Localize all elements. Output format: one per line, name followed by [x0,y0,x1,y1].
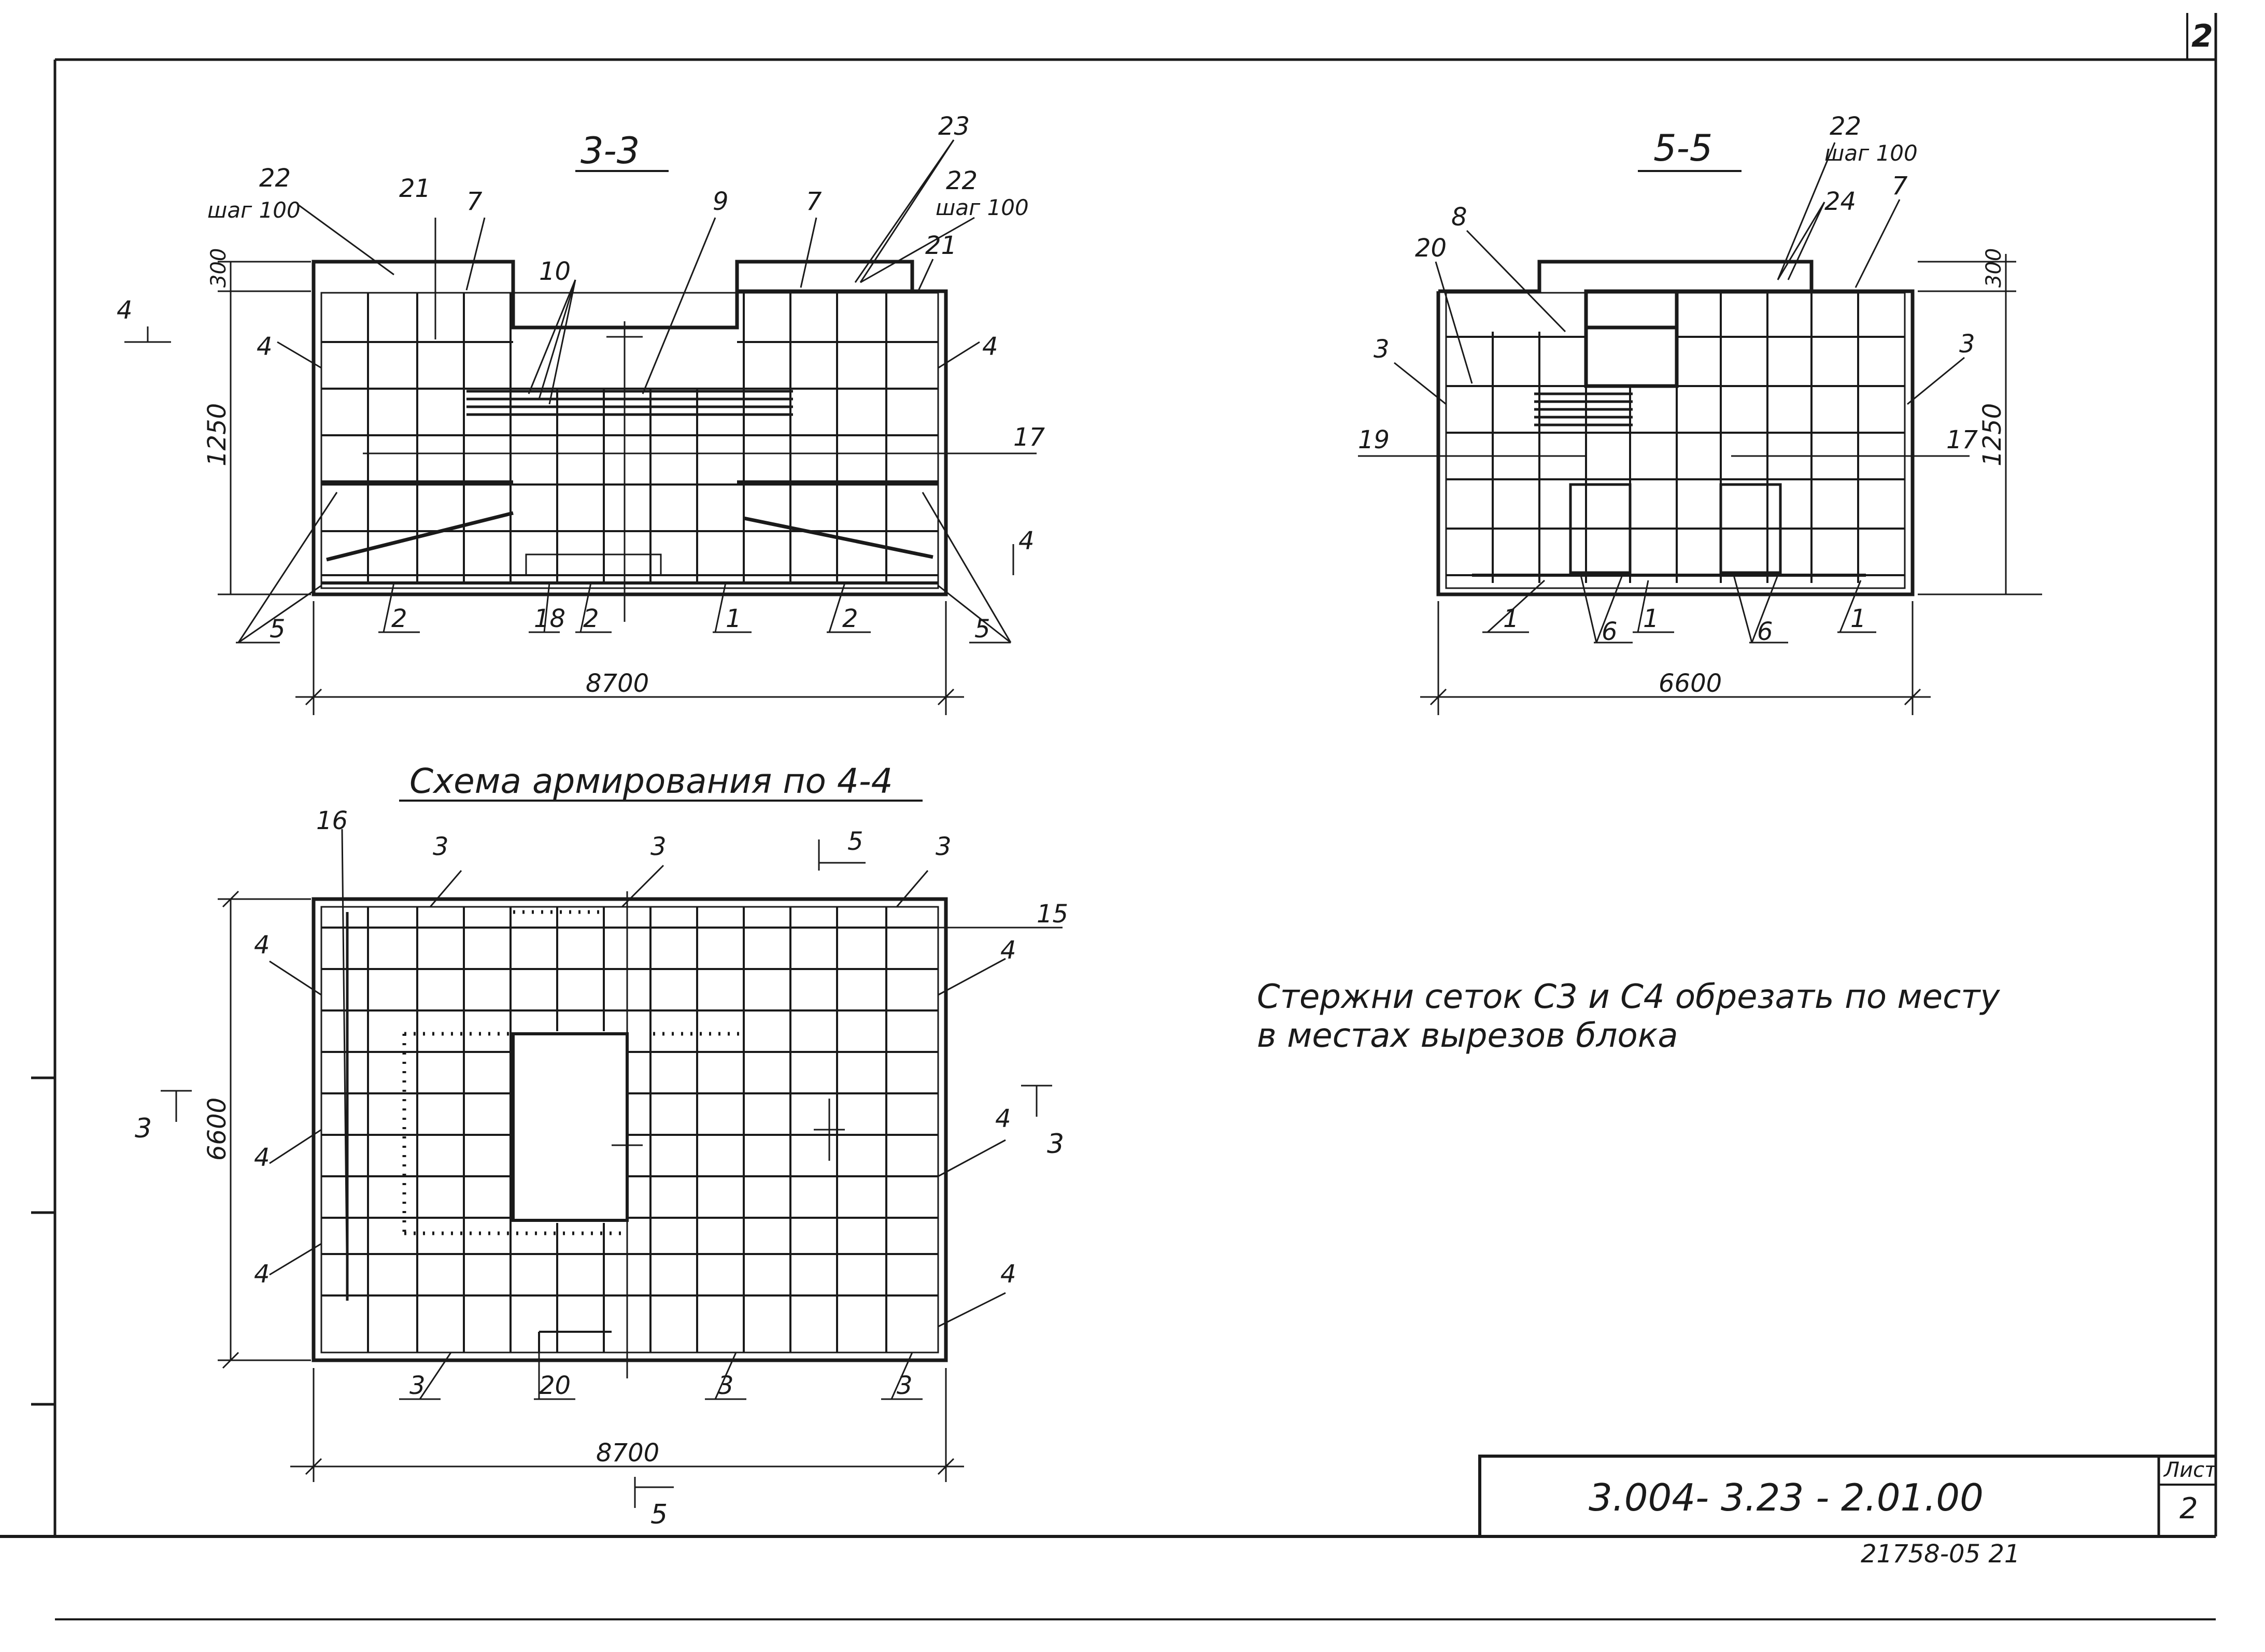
cut-mark-5-top: 5 [847,827,863,856]
callout-4a: 4 [254,931,270,960]
mesh-grid [321,907,938,1352]
callout-21b: 21 [925,231,957,260]
callout-3c: 3 [936,832,952,861]
callout-6a: 6 [1602,617,1618,646]
cut-mark-3-right: 3 [1047,1129,1064,1160]
callout-22b-step: шаг 100 [936,195,1029,220]
callout-5a: 5 [270,615,286,644]
sheet-number: 2 [2179,1492,2198,1526]
callout-leaders [161,829,1063,1508]
cut-mark-3-left: 3 [135,1113,152,1144]
callout-4c: 4 [254,1143,270,1172]
section-5-5-title: 5-5 [1653,127,1712,169]
sheet-label: Лист [2163,1458,2217,1482]
sheet-frame [0,13,2217,1620]
callout-1: 1 [726,604,742,633]
callout-4a: 4 [257,332,273,361]
callout-9: 9 [713,187,729,216]
cut-mark-4-left: 4 [117,296,133,325]
dimensions [218,890,964,1482]
cut-mark-5-bottom: 5 [650,1499,668,1530]
callout-1c: 1 [1850,604,1866,633]
callout-23: 23 [938,112,970,141]
callout-20: 20 [539,1371,571,1400]
bottom-stamp: 21758-05 21 [1861,1540,2020,1569]
callout-8: 8 [1451,203,1467,232]
plan-4-4: Схема армирования по 4-4 [135,761,1068,1530]
note-line-1: Стержни сеток С3 и С4 обрезать по месту [1257,978,2001,1016]
callout-5b: 5 [974,615,990,644]
callout-2a: 2 [391,604,407,633]
cut-mark-4-right: 4 [1018,526,1035,556]
dim-top: 300 [207,248,231,288]
title-block [1478,1455,2216,1536]
callout-22: 22 [1830,112,1861,141]
section-3-3: 3-3 [117,112,1045,715]
callout-22: 22 [259,164,291,193]
dimensions [1420,254,2042,715]
callout-2b: 2 [583,604,599,633]
callout-3b: 3 [650,832,667,861]
drawing-code: 3.004- 3.23 - 2.01.00 [1589,1476,1984,1519]
callout-17: 17 [1013,423,1045,452]
callout-24: 24 [1824,187,1856,216]
callout-22-step: шаг 100 [207,197,301,223]
callout-7b: 7 [806,187,822,216]
block-outline [312,260,948,596]
callout-1b: 1 [1643,604,1659,633]
callout-3a: 3 [433,832,449,861]
callout-20: 20 [1415,234,1447,263]
callout-15: 15 [1037,900,1068,929]
corner-sheet-number: 2 [2191,18,2213,54]
callout-7: 7 [1892,172,1908,201]
dim-height: 1250 [203,403,232,466]
note-line-2: в местах вырезов блока [1257,1017,1678,1055]
dim-height: 1250 [1978,403,2007,466]
dim-width: 6600 [1659,669,1722,698]
note: Стержни сеток С3 и С4 обрезать по месту … [1257,978,2001,1055]
plan-title: Схема армирования по 4-4 [409,761,893,801]
callout-2c: 2 [842,604,858,633]
callout-leaders [124,139,1037,644]
dim-height: 6600 [203,1098,232,1161]
callout-leaders [1358,142,1970,644]
callout-22-step: шаг 100 [1824,140,1918,166]
callout-3a: 3 [1374,335,1390,364]
dimensions [218,261,964,715]
callout-4f: 4 [1000,1260,1016,1289]
callout-10: 10 [539,257,571,286]
dim-width: 8700 [596,1439,659,1468]
dim-top: 300 [1982,248,2006,288]
callout-6b: 6 [1757,617,1773,646]
callout-3b: 3 [1959,330,1975,359]
callout-4d: 4 [995,1104,1011,1133]
callout-22b: 22 [946,166,978,195]
callout-3f: 3 [897,1371,913,1400]
callout-3e: 3 [718,1371,734,1400]
callout-7: 7 [466,187,483,216]
callout-3d: 3 [409,1371,426,1400]
section-5-5: 5-5 [1358,112,2042,715]
section-3-3-title: 3-3 [581,130,640,172]
mesh-grid [1446,293,1905,583]
block-outline [1436,289,1915,596]
callout-4b: 4 [1000,936,1016,965]
callout-4b: 4 [982,332,998,361]
callout-17: 17 [1946,425,1978,454]
callout-16: 16 [316,806,348,835]
callout-19: 19 [1358,425,1390,454]
mesh-grid [321,293,938,622]
callout-18: 18 [534,604,565,633]
callout-1a: 1 [1503,604,1519,633]
dim-width: 8700 [586,669,649,698]
dotted-lines [402,910,746,1235]
callout-4e: 4 [254,1260,270,1289]
callout-21: 21 [399,174,431,203]
opening-cutout [512,891,845,1378]
